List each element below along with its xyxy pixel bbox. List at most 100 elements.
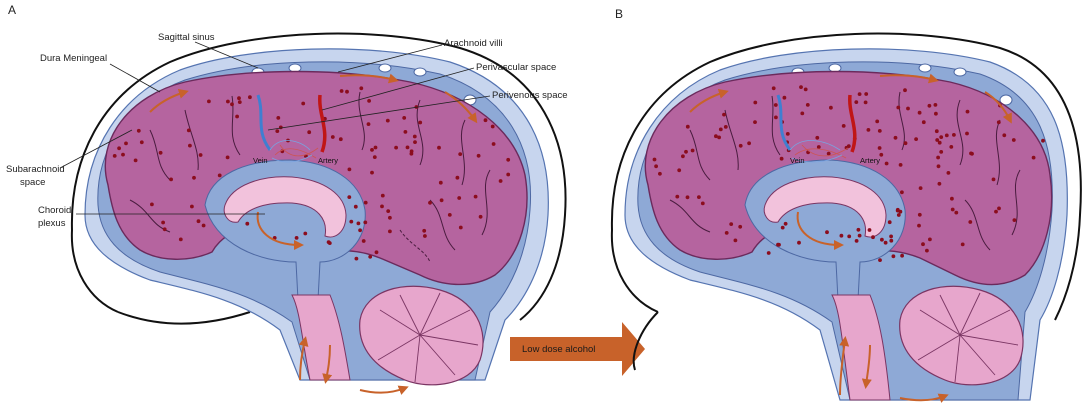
solute-dot xyxy=(827,152,831,156)
solute-dot xyxy=(1012,138,1016,142)
solute-dot xyxy=(235,115,239,119)
solute-dot xyxy=(355,257,359,261)
solute-dot xyxy=(719,127,723,131)
solute-dot xyxy=(328,241,332,245)
solute-dot xyxy=(914,137,918,141)
solute-dot xyxy=(994,210,998,214)
solute-dot xyxy=(936,156,940,160)
solute-dot xyxy=(179,238,183,242)
solute-dot xyxy=(864,101,868,105)
solute-dot xyxy=(357,222,361,226)
solute-dot xyxy=(226,100,230,104)
solute-dot xyxy=(386,209,390,213)
panel-b-letter: B xyxy=(615,7,623,21)
solute-dot xyxy=(484,118,488,122)
solute-dot xyxy=(413,140,417,144)
solute-dot xyxy=(966,110,970,114)
solute-dot xyxy=(169,178,173,182)
solute-dot xyxy=(800,112,804,116)
solute-dot xyxy=(1013,218,1017,222)
solute-dot xyxy=(134,159,138,163)
solute-dot xyxy=(190,205,194,209)
solute-dot xyxy=(997,207,1001,211)
solute-dot xyxy=(381,194,385,198)
solute-dot xyxy=(675,195,679,199)
solute-dot xyxy=(691,149,695,153)
solute-dot xyxy=(279,126,283,130)
solute-dot xyxy=(202,224,206,228)
vein-label-b: Vein xyxy=(790,156,805,165)
artery-label-b: Artery xyxy=(860,156,880,165)
solute-dot xyxy=(492,142,496,146)
solute-dot xyxy=(928,104,932,108)
solute-dot xyxy=(388,216,392,220)
solute-dot xyxy=(949,145,953,149)
solute-dot xyxy=(295,236,299,240)
solute-dot xyxy=(653,158,657,162)
solute-dot xyxy=(858,92,862,96)
solute-dot xyxy=(113,154,117,158)
solute-dot xyxy=(367,99,371,103)
solute-dot xyxy=(207,100,211,104)
solute-dot xyxy=(935,129,939,133)
solute-dot xyxy=(348,168,352,172)
subarachnoid-label-line2: space xyxy=(20,177,45,188)
solute-dot xyxy=(701,202,705,206)
solute-dot xyxy=(474,195,478,199)
solute-dot xyxy=(878,146,882,150)
solute-dot xyxy=(753,101,757,105)
solute-dot xyxy=(906,107,910,111)
solute-dot xyxy=(917,224,921,228)
solute-dot xyxy=(373,155,377,159)
solute-dot xyxy=(358,228,362,232)
solute-dot xyxy=(275,129,279,133)
solute-dot xyxy=(921,242,925,246)
solute-dot xyxy=(402,116,406,120)
solute-dot xyxy=(354,205,358,209)
solute-dot xyxy=(817,145,821,149)
solute-dot xyxy=(880,238,884,242)
solute-dot xyxy=(197,219,201,223)
solute-dot xyxy=(276,116,280,120)
artery-label: Artery xyxy=(318,156,338,165)
solute-dot xyxy=(245,222,249,226)
solute-dot xyxy=(339,137,343,141)
solute-dot xyxy=(1032,156,1036,160)
solute-dot xyxy=(997,120,1001,124)
low-dose-alcohol-label: Low dose alcohol xyxy=(522,344,595,355)
solute-dot xyxy=(797,241,801,245)
solute-dot xyxy=(804,88,808,92)
solute-dot xyxy=(345,90,349,94)
panel-a-letter: A xyxy=(8,3,16,17)
solute-dot xyxy=(362,239,366,243)
solute-dot xyxy=(884,241,888,245)
solute-dot xyxy=(888,220,892,224)
solute-dot xyxy=(161,221,165,225)
solute-dot xyxy=(159,151,163,155)
solute-dot xyxy=(714,134,718,138)
solute-dot xyxy=(885,162,889,166)
solute-dot xyxy=(428,201,432,205)
solute-dot xyxy=(969,152,973,156)
solute-dot xyxy=(1002,133,1006,137)
solute-dot xyxy=(140,140,144,144)
solute-dot xyxy=(359,86,363,90)
solute-dot xyxy=(303,232,307,236)
perivascular-space-label: Perivascular space xyxy=(476,62,556,73)
solute-dot xyxy=(965,132,969,136)
solute-dot xyxy=(854,100,858,104)
solute-dot xyxy=(677,168,681,172)
solute-dot xyxy=(457,196,461,200)
solute-dot xyxy=(722,113,726,117)
solute-dot xyxy=(686,195,690,199)
solute-dot xyxy=(394,146,398,150)
solute-dot xyxy=(919,186,923,190)
solute-dot xyxy=(117,146,121,150)
solute-dot xyxy=(894,136,898,140)
solute-dot xyxy=(806,103,810,107)
solute-dot xyxy=(899,163,903,167)
solute-dot xyxy=(724,125,728,129)
solute-dot xyxy=(386,119,390,123)
solute-dot xyxy=(404,130,408,134)
solute-dot xyxy=(904,141,908,145)
